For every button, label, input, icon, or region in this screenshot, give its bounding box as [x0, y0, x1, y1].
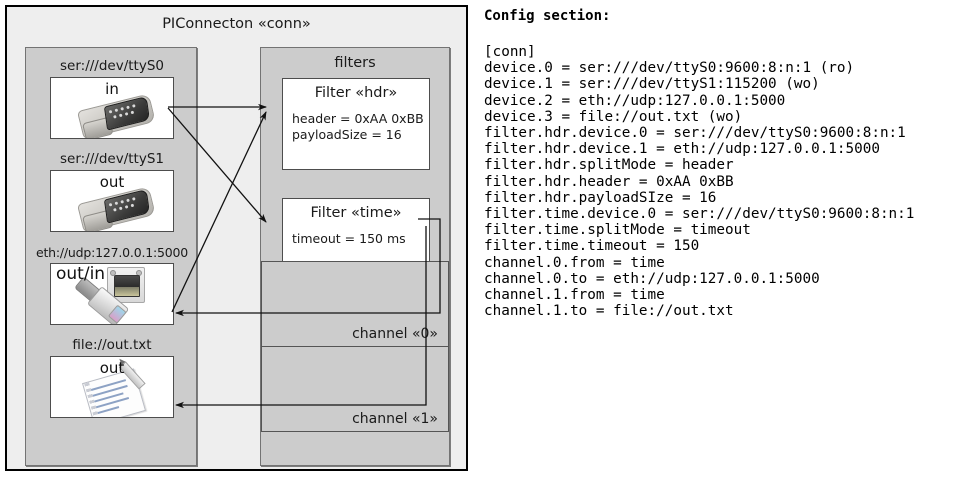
config-line: channel.0.from = time [484, 254, 665, 271]
device-label-ttyS0: ser:///dev/ttyS0 [60, 58, 164, 74]
config-heading: Config section: [484, 8, 611, 24]
device-entry-eth: eth://udp:127.0.0.1:5000 out/in [31, 244, 193, 325]
device-direction-ttyS0: in [105, 80, 119, 98]
config-line: filter.time.device.0 = ser:///dev/ttyS0:… [484, 206, 915, 223]
filters-panel-title: filters [334, 55, 376, 71]
config-line: device.3 = file://out.txt (wo) [484, 108, 743, 125]
device-direction-eth: out/in [56, 264, 106, 284]
channel-box-1: channel «1» [261, 346, 449, 432]
architecture-diagram: PIConnecton «conn» ser:///dev/ttyS0 in [0, 0, 478, 484]
filter-title-hdr: Filter «hdr» [314, 85, 398, 101]
device-card-eth: out/in [50, 263, 174, 325]
device-card-ttyS1: out [50, 170, 174, 232]
filter-prop: timeout = 150 ms [292, 231, 406, 246]
filter-box-hdr: Filter «hdr» header = 0xAA 0xBB payloadS… [282, 78, 430, 170]
device-entry-file: file://out.txt out [39, 337, 185, 418]
config-section: Config section: [conn]device.0 = ser:///… [481, 0, 964, 484]
device-entry-ttyS1: ser:///dev/ttyS1 out [39, 151, 185, 232]
config-line: device.2 = eth://udp:127.0.0.1:5000 [484, 92, 786, 109]
config-line: filter.time.timeout = 150 [484, 238, 700, 255]
config-line: [conn] [484, 44, 536, 60]
devices-panel: ser:///dev/ttyS0 in [25, 47, 197, 466]
filter-prop: payloadSize = 16 [292, 127, 402, 142]
config-line: channel.0.to = eth://udp:127.0.0.1:5000 [484, 270, 820, 287]
config-line: channel.1.from = time [484, 287, 665, 304]
channel-label-1: channel «1» [352, 411, 438, 427]
config-lines: [conn]device.0 = ser:///dev/ttyS0:9600:8… [484, 44, 914, 319]
device-label-file: file://out.txt [72, 337, 152, 353]
config-line: filter.time.splitMode = timeout [484, 222, 751, 239]
device-card-ttyS0: in [50, 77, 174, 139]
piconnecton-container: PIConnecton «conn» ser:///dev/ttyS0 in [5, 5, 468, 471]
config-line: device.0 = ser:///dev/ttyS0:9600:8:n:1 (… [484, 60, 855, 77]
filters-panel: filters Filter «hdr» header = 0xAA 0xBB … [260, 47, 450, 466]
config-line: channel.1.to = file://out.txt [484, 303, 734, 320]
config-line: filter.hdr.splitMode = header [484, 157, 734, 174]
ethernet-rj45-icon [51, 264, 173, 324]
device-entry-ttyS0: ser:///dev/ttyS0 in [39, 58, 185, 139]
config-line: filter.hdr.header = 0xAA 0xBB [484, 173, 734, 190]
config-line: filter.hdr.device.0 = ser:///dev/ttyS0:9… [484, 125, 906, 142]
device-direction-ttyS1: out [99, 173, 125, 191]
config-line: filter.hdr.payloadSIze = 16 [484, 189, 717, 206]
config-line: filter.hdr.device.1 = eth://udp:127.0.0.… [484, 141, 880, 158]
filter-title-time: Filter «time» [310, 205, 402, 221]
filter-prop: header = 0xAA 0xBB [292, 111, 424, 126]
device-direction-file: out [99, 359, 125, 377]
filter-props-hdr: header = 0xAA 0xBB payloadSize = 16 [292, 111, 429, 143]
config-line: device.1 = ser:///dev/ttyS1:115200 (wo) [484, 76, 820, 93]
device-label-eth: eth://udp:127.0.0.1:5000 [35, 245, 188, 260]
channel-box-0: channel «0» [261, 261, 449, 347]
device-label-ttyS1: ser:///dev/ttyS1 [60, 151, 164, 167]
diagram-title: PIConnecton «conn» [162, 16, 311, 32]
device-card-file: out [50, 356, 174, 418]
channel-label-0: channel «0» [352, 326, 438, 342]
filter-props-time: timeout = 150 ms [292, 231, 429, 247]
